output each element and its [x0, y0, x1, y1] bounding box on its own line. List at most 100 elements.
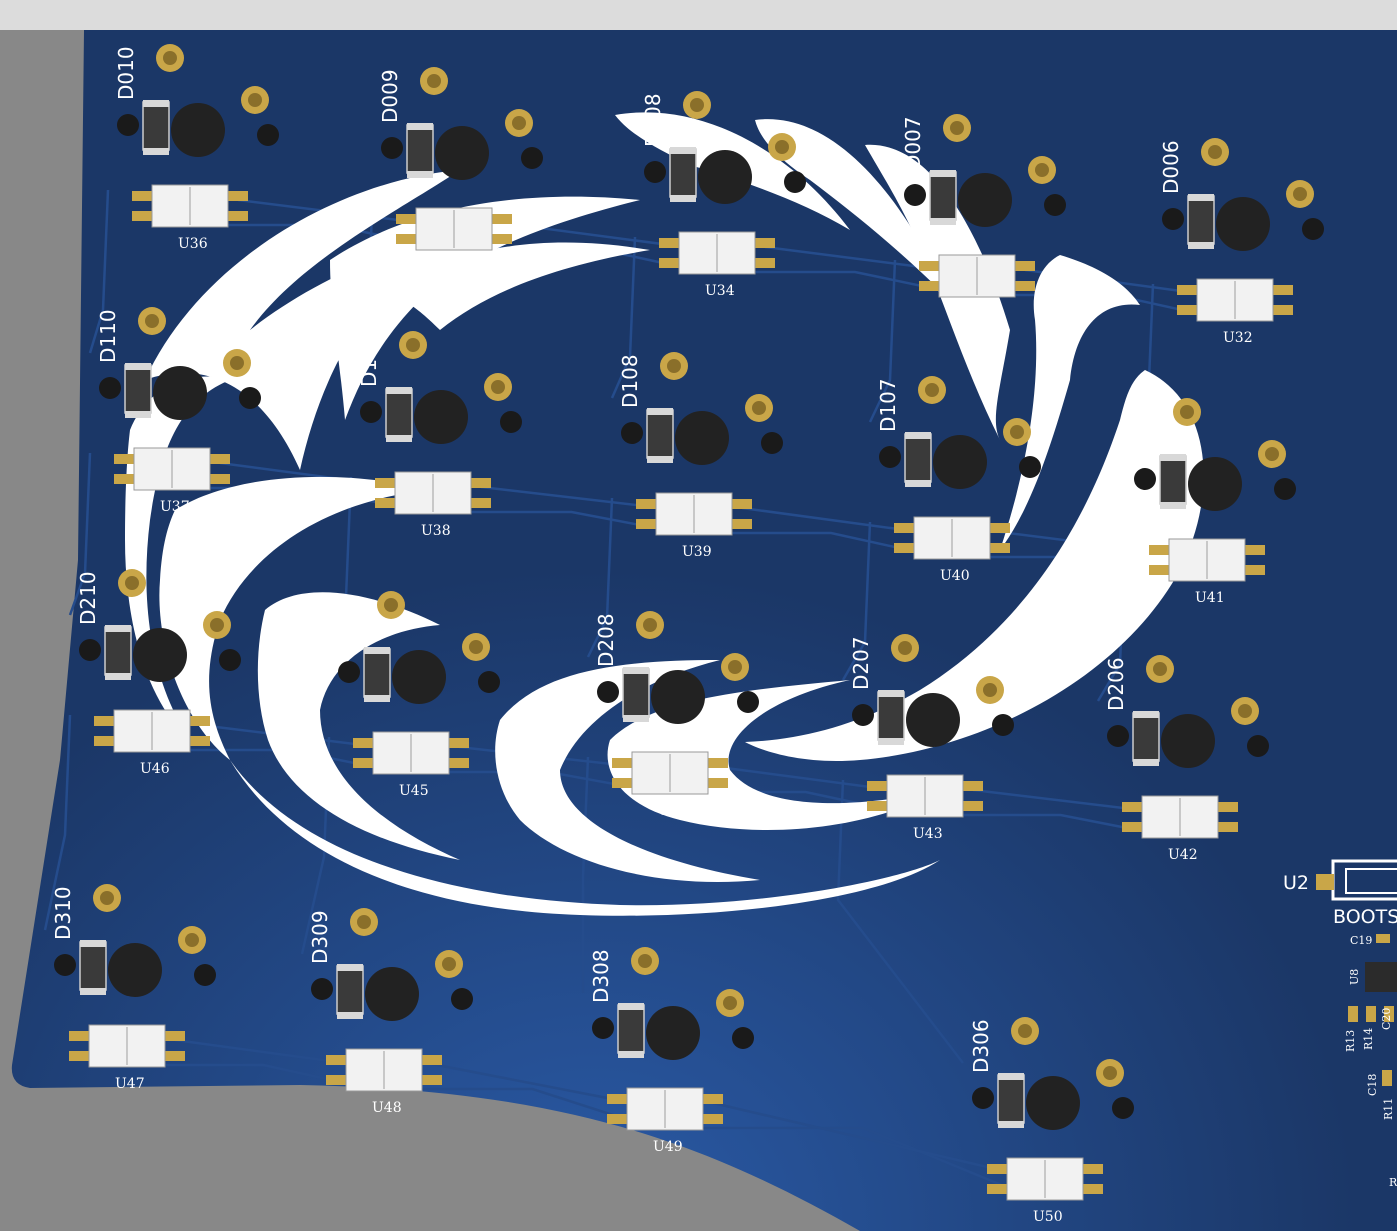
led-label: U47: [115, 1076, 145, 1092]
diode-body: [904, 433, 932, 483]
switch-center-hole: [153, 366, 207, 420]
switch-pin-hole: [219, 649, 241, 671]
diode-cathode-mark: [905, 432, 931, 439]
led-label: U39: [682, 544, 712, 560]
diode-anode-mark: [386, 435, 412, 442]
led-pad: [1013, 261, 1035, 271]
diode-body: [336, 965, 364, 1015]
switch-center-hole: [675, 411, 729, 465]
led-pad: [1122, 802, 1144, 812]
c19-label: C19: [1350, 934, 1372, 947]
led-pad: [490, 214, 512, 224]
r13-part: [1348, 1006, 1358, 1022]
led-pad: [607, 1094, 629, 1104]
led-pad: [730, 519, 752, 529]
led-pad: [1243, 545, 1265, 555]
diode-anode-mark: [125, 411, 151, 418]
switch-pad-hole: [950, 121, 964, 135]
switch-pin-hole: [500, 411, 522, 433]
switch-pad-hole: [925, 383, 939, 397]
switch-pad-hole: [1103, 1066, 1117, 1080]
diode-anode-mark: [143, 148, 169, 155]
led-pad: [396, 234, 418, 244]
diode-cathode-mark: [1160, 454, 1186, 461]
diode-body: [997, 1074, 1025, 1124]
led-pad: [1081, 1184, 1103, 1194]
switch-pin-hole: [478, 671, 500, 693]
led-pad: [706, 758, 728, 768]
led-pad: [636, 499, 658, 509]
boot-label: BOOTS: [1333, 906, 1397, 928]
led-pad: [69, 1031, 91, 1041]
diode-body: [79, 941, 107, 991]
trace-segment: [88, 189, 110, 354]
trace-segment: [841, 521, 872, 681]
led-pad: [1271, 285, 1293, 295]
switch-pad-hole: [185, 933, 199, 947]
switch-pin-hole: [1162, 208, 1184, 230]
led-pad: [1081, 1164, 1103, 1174]
switch-pad-hole: [469, 640, 483, 654]
switch-pin-hole: [592, 1017, 614, 1039]
diode-label: D007: [901, 116, 925, 170]
led-pad: [353, 738, 375, 748]
diode-body: [617, 1004, 645, 1054]
switch-pin-hole: [597, 681, 619, 703]
led-label: U43: [913, 826, 943, 842]
diode-cathode-mark: [386, 387, 412, 394]
mcu-area: U2 BOOTS C19 U8 R13 R14 C20 C18 R11 R: [1283, 859, 1397, 1189]
switch-pad-hole: [210, 618, 224, 632]
u2-label: U2: [1283, 872, 1309, 894]
diode-body: [622, 668, 650, 718]
diode-cathode-mark: [105, 625, 131, 632]
led-pad: [420, 1075, 442, 1085]
switch-pin-hole: [54, 954, 76, 976]
led-pad: [1177, 305, 1199, 315]
switch-pin-hole: [879, 446, 901, 468]
led-label: U32: [1223, 330, 1253, 346]
diode-cathode-mark: [647, 408, 673, 415]
led-pad: [659, 258, 681, 268]
trace-segment: [610, 236, 637, 399]
switch-pad-hole: [491, 380, 505, 394]
diode-anode-mark: [407, 171, 433, 178]
switch-center-hole: [651, 670, 705, 724]
led-pad: [894, 543, 916, 553]
switch-pad-hole: [163, 51, 177, 65]
switch-pin-hole: [194, 964, 216, 986]
diode-cathode-mark: [125, 363, 151, 370]
led-label: U44: [658, 803, 688, 819]
trace-segment: [868, 259, 897, 423]
switch-pin-hole: [732, 1027, 754, 1049]
switch-pad-hole: [384, 598, 398, 612]
led-pad: [188, 716, 210, 726]
switch-pad-hole: [643, 618, 657, 632]
switch-pad-hole: [983, 683, 997, 697]
led-pad: [163, 1031, 185, 1041]
switch-center-hole: [108, 943, 162, 997]
led-pad: [987, 1184, 1009, 1194]
u8-chip: [1365, 962, 1397, 992]
switch-pin-hole: [257, 124, 279, 146]
switch-pad-hole: [723, 996, 737, 1010]
switch-pad-hole: [1035, 163, 1049, 177]
switch-center-hole: [392, 650, 446, 704]
led-pad: [701, 1114, 723, 1124]
diode-body: [669, 148, 697, 198]
diode-cathode-mark: [618, 1003, 644, 1010]
diode-anode-mark: [623, 715, 649, 722]
switch-center-hole: [698, 150, 752, 204]
switch-pin-hole: [79, 639, 101, 661]
diode-anode-mark: [670, 195, 696, 202]
led-pad: [114, 474, 136, 484]
diode-anode-mark: [998, 1121, 1024, 1128]
c20-part: [1384, 1006, 1394, 1022]
diode-cathode-mark: [80, 940, 106, 947]
led-pad: [69, 1051, 91, 1061]
